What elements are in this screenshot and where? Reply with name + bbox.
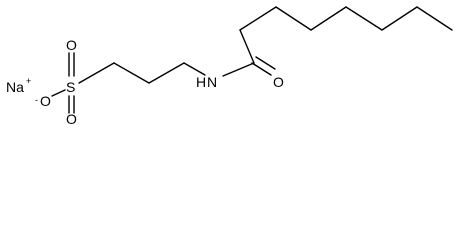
bond-chain-2 xyxy=(239,6,277,31)
bond-s-c1 xyxy=(78,62,115,84)
bond-c3-n xyxy=(183,62,206,76)
nitrogen-h-label: H xyxy=(196,74,206,90)
bond-chain-4 xyxy=(310,6,347,31)
bond-carbonyl-o-2 xyxy=(255,56,276,70)
bond-chain-1 xyxy=(239,29,255,64)
bond-chain-5 xyxy=(345,6,383,31)
bond-n-carbonyl xyxy=(222,62,255,77)
bond-carbonyl-o-1 xyxy=(251,62,272,76)
bond-chain-7 xyxy=(416,6,453,31)
oxygen-anion-label: O xyxy=(40,93,51,109)
bond-chain-3 xyxy=(275,6,312,31)
chemical-structure: Na + O S O - O H N O xyxy=(6,6,453,127)
oxygen-bottom-label: O xyxy=(66,111,77,127)
sulfur-label: S xyxy=(66,79,75,95)
oxygen-anion-charge: - xyxy=(35,95,38,105)
nitrogen-label: N xyxy=(207,74,217,90)
bond-c1-c2 xyxy=(113,62,150,84)
carbonyl-oxygen-label: O xyxy=(273,74,284,90)
sodium-charge: + xyxy=(26,76,31,86)
sodium-label: Na xyxy=(6,79,24,95)
bond-c2-c3 xyxy=(148,62,185,84)
bond-chain-6 xyxy=(381,6,418,31)
oxygen-top-label: O xyxy=(66,37,77,53)
bond-s-o-anion xyxy=(51,89,66,97)
